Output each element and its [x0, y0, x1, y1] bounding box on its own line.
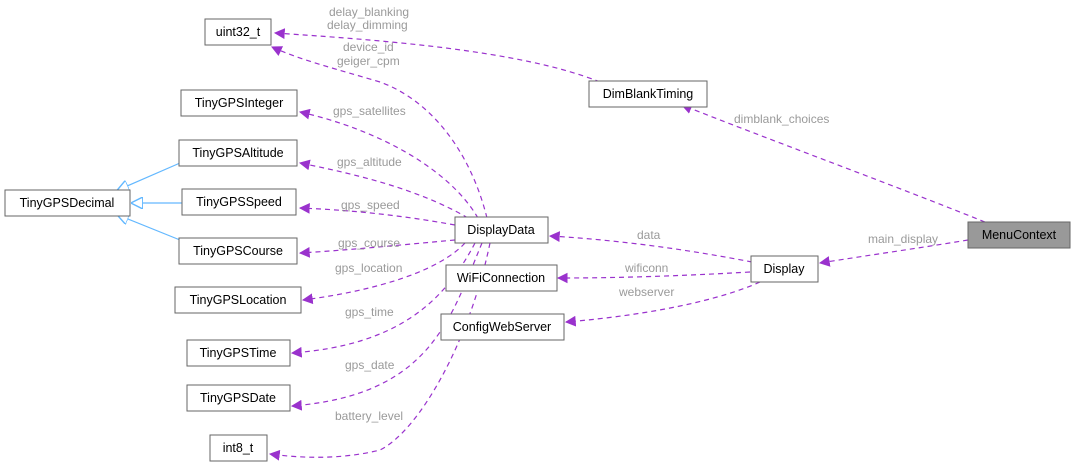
node-tinygps-integer[interactable]: TinyGPSInteger: [180, 89, 298, 117]
edge-displaydata-location: [301, 242, 466, 305]
node-tinygps-location[interactable]: TinyGPSLocation: [174, 286, 302, 314]
label-delay-blanking: delay_blanking: [329, 5, 409, 19]
svg-text:DisplayData: DisplayData: [467, 223, 534, 237]
edge-displaydata-uint32: [271, 46, 488, 219]
label-dimblank-choices: dimblank_choices: [734, 112, 829, 126]
node-dim-blank-timing[interactable]: DimBlankTiming: [588, 80, 708, 108]
label-gps-time: gps_time: [345, 305, 394, 319]
label-gps-location: gps_location: [335, 261, 402, 275]
node-tinygps-time[interactable]: TinyGPSTime: [186, 339, 291, 367]
node-display-data[interactable]: DisplayData: [454, 216, 549, 244]
svg-text:uint32_t: uint32_t: [216, 25, 261, 39]
node-config-web-server[interactable]: ConfigWebServer: [440, 313, 565, 341]
svg-text:TinyGPSLocation: TinyGPSLocation: [190, 293, 287, 307]
edge-displaydata-speed: [298, 202, 456, 226]
label-battery-level: battery_level: [335, 409, 403, 423]
label-device-id: device_id: [343, 40, 394, 54]
node-wifi-connection[interactable]: WiFiConnection: [445, 264, 558, 292]
node-tinygps-date[interactable]: TinyGPSDate: [186, 384, 291, 412]
svg-text:TinyGPSTime: TinyGPSTime: [200, 346, 277, 360]
edge-display-displaydata: [548, 231, 753, 263]
svg-text:Display: Display: [764, 262, 806, 276]
edge-displaydata-date: [290, 242, 483, 411]
node-tinygps-speed[interactable]: TinyGPSSpeed: [181, 188, 297, 216]
svg-text:TinyGPSSpeed: TinyGPSSpeed: [196, 195, 282, 209]
edge-dimblank-uint32: [273, 28, 601, 83]
edge-displaydata-integer: [298, 108, 479, 219]
node-tinygps-decimal[interactable]: TinyGPSDecimal: [4, 189, 131, 217]
label-geiger-cpm: geiger_cpm: [337, 54, 400, 68]
label-gps-altitude: gps_altitude: [337, 155, 402, 169]
edge-displaydata-course: [298, 239, 456, 258]
edge-menucontext-dimblank: [680, 103, 986, 223]
svg-text:WiFiConnection: WiFiConnection: [457, 271, 545, 285]
svg-text:ConfigWebServer: ConfigWebServer: [453, 320, 551, 334]
label-wificonn: wificonn: [624, 261, 668, 275]
svg-text:TinyGPSDate: TinyGPSDate: [200, 391, 276, 405]
label-delay-dimming: delay_dimming: [327, 18, 408, 32]
node-display[interactable]: Display: [750, 255, 819, 283]
svg-text:TinyGPSCourse: TinyGPSCourse: [193, 244, 283, 258]
label-data: data: [637, 228, 661, 242]
svg-text:int8_t: int8_t: [223, 441, 254, 455]
label-webserver: webserver: [618, 285, 674, 299]
node-int8-t[interactable]: int8_t: [209, 434, 268, 462]
svg-text:TinyGPSAltitude: TinyGPSAltitude: [192, 146, 283, 160]
inherit-edge-course: [118, 215, 181, 241]
node-tinygps-course[interactable]: TinyGPSCourse: [178, 237, 298, 265]
label-gps-course: gps_course: [338, 236, 400, 250]
node-menu-context[interactable]: MenuContext: [967, 221, 1071, 249]
label-gps-date: gps_date: [345, 358, 395, 372]
label-main-display: main_display: [868, 232, 938, 246]
node-tinygps-altitude[interactable]: TinyGPSAltitude: [178, 139, 298, 167]
node-uint32-t[interactable]: uint32_t: [204, 18, 272, 46]
label-gps-speed: gps_speed: [341, 198, 400, 212]
edge-display-webserver: [564, 281, 761, 327]
edge-displaydata-altitude: [298, 159, 469, 219]
svg-text:TinyGPSDecimal: TinyGPSDecimal: [20, 196, 115, 210]
edge-display-wifi: [556, 271, 751, 284]
svg-text:DimBlankTiming: DimBlankTiming: [603, 87, 694, 101]
edge-menucontext-display: [818, 239, 969, 267]
svg-text:MenuContext: MenuContext: [982, 228, 1057, 242]
label-gps-satellites: gps_satellites: [333, 104, 406, 118]
svg-text:TinyGPSInteger: TinyGPSInteger: [195, 96, 283, 110]
inherit-edge-altitude: [118, 162, 181, 190]
